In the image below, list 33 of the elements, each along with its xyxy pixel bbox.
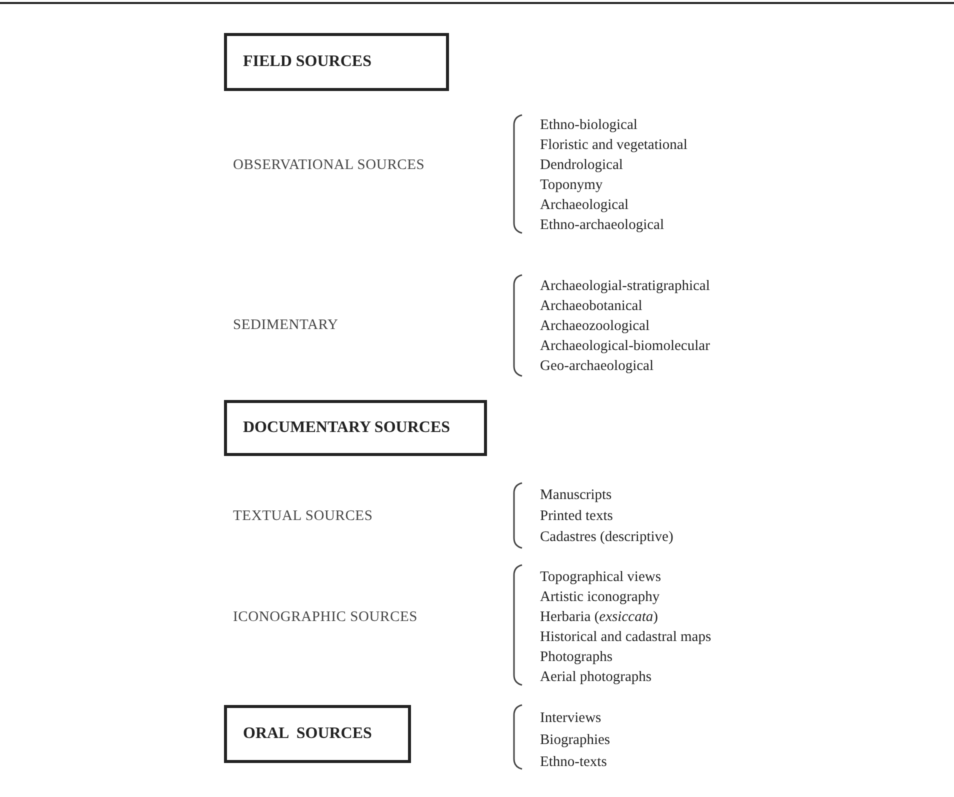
list-item: Historical and cadastral maps — [540, 630, 712, 644]
category-label: ICONOGRAPHIC SOURCES — [233, 610, 418, 624]
list-item: Ethno-biological — [540, 118, 638, 132]
list-item: Interviews — [540, 710, 602, 726]
list-item: Toponymy — [540, 178, 603, 192]
list-item: Artistic iconography — [540, 590, 660, 604]
heading-text: ORAL SOURCES — [243, 725, 372, 743]
list-item: Floristic and vegetational — [540, 138, 688, 152]
category-label: SEDIMENTARY — [233, 318, 338, 332]
list-item: Archaeological — [540, 198, 629, 212]
list-item: Archaeozoological — [540, 318, 650, 334]
list-item: Photographs — [540, 650, 612, 664]
heading-box — [224, 705, 411, 763]
list-item: Biographies — [540, 732, 610, 748]
list-item: Ethno-archaeological — [540, 218, 664, 232]
list-item: Archaeologial-stratigraphical — [540, 278, 710, 294]
list-item: Archaeological-biomolecular — [540, 338, 710, 354]
list-item: Herbaria (exsiccata) — [540, 610, 658, 624]
heading-box — [224, 400, 487, 456]
list-item: Topographical views — [540, 570, 661, 584]
list-item: Dendrological — [540, 158, 623, 172]
category-label: TEXTUAL SOURCES — [233, 508, 373, 524]
heading-box — [224, 33, 449, 91]
list-item: Archaeobotanical — [540, 298, 642, 314]
heading-text: DOCUMENTARY SOURCES — [243, 419, 450, 437]
list-item: Printed texts — [540, 508, 613, 524]
list-item: Cadastres (descriptive) — [540, 530, 674, 544]
list-item: Ethno-texts — [540, 754, 607, 770]
heading-text: FIELD SOURCES — [243, 53, 372, 71]
list-item: Aerial photographs — [540, 670, 652, 684]
list-item: Geo-archaeological — [540, 358, 654, 374]
category-label: OBSERVATIONAL SOURCES — [233, 158, 425, 172]
list-item: Manuscripts — [540, 488, 612, 502]
